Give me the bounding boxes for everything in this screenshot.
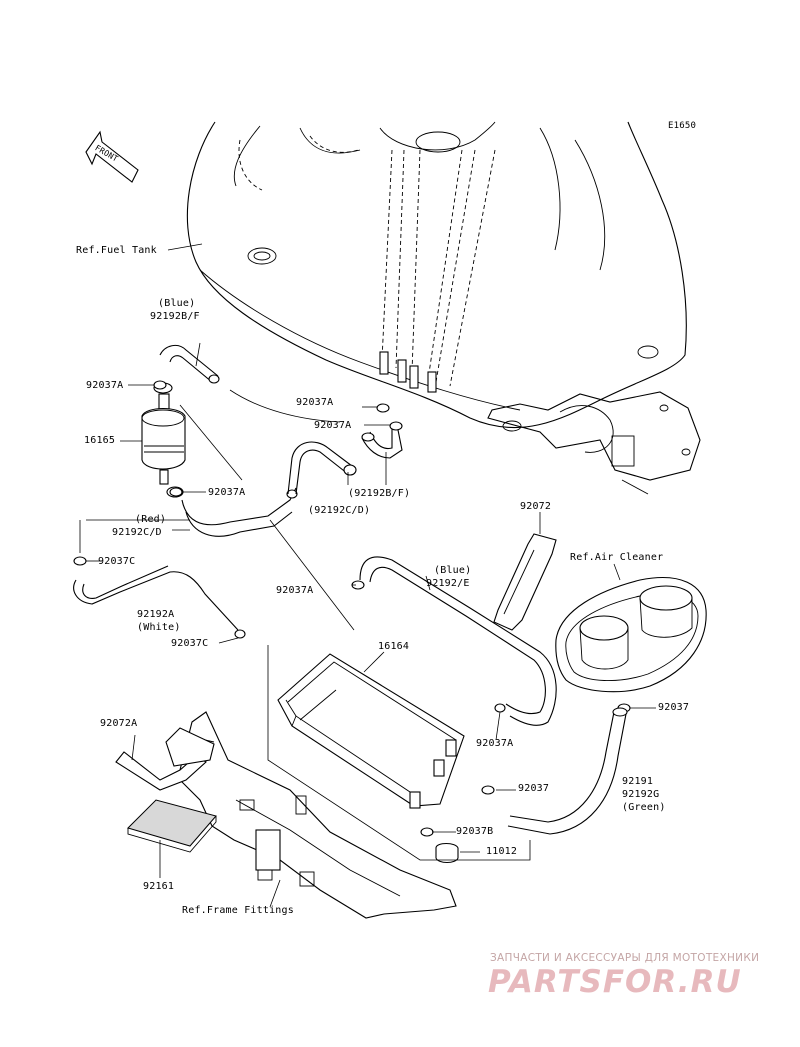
- part-band-92072: 92072: [520, 501, 552, 512]
- ref-fuel-tank-label: Ref.Fuel Tank: [76, 245, 157, 256]
- part-hose-cd: (92192C/D): [308, 505, 371, 516]
- diagram-id: E1650: [668, 121, 697, 131]
- cap-11012: [435, 842, 459, 864]
- part-clamp-a-1: 92037A: [86, 380, 124, 391]
- part-clamp-a-3: 92037A: [296, 397, 334, 408]
- part-clamp-92037b: 92037B: [456, 826, 494, 837]
- hose-green: [507, 707, 628, 835]
- part-clamp-a-6: 92037A: [476, 738, 514, 749]
- part-white-color: (White): [137, 622, 181, 633]
- hose-red: [181, 441, 357, 537]
- hose-blue-top: [159, 344, 220, 384]
- part-blue-mid-num: 92192/E: [426, 578, 470, 589]
- part-clamp-92037-2: 92037: [518, 783, 550, 794]
- band-92072: [493, 533, 557, 631]
- band-92072a: [115, 727, 215, 791]
- part-green-color: (Green): [622, 802, 666, 813]
- part-filter-16165: 16165: [84, 435, 116, 446]
- part-clamp-a-2: 92037A: [208, 487, 246, 498]
- part-white-num: 92192A: [137, 609, 175, 620]
- clamp-icons: [153, 380, 631, 837]
- part-clamp-92037-1: 92037: [658, 702, 690, 713]
- part-pad-92161: 92161: [143, 881, 175, 892]
- part-blue-mid-color: (Blue): [434, 565, 472, 576]
- canister-16164: [277, 653, 465, 809]
- fuel-tank-outline: [186, 121, 687, 429]
- part-green-2: 92192G: [622, 789, 660, 800]
- tank-bracket: [487, 391, 701, 495]
- part-green-1: 92191: [622, 776, 654, 787]
- watermark-tagline: ЗАПЧАСТИ И АКСЕССУАРЫ ДЛЯ МОТОТЕХНИКИ: [490, 952, 760, 964]
- hose-bf-tank: [361, 403, 403, 459]
- part-clamp-a-5: 92037A: [276, 585, 314, 596]
- hose-blue-mid: [359, 556, 557, 726]
- ref-air-cleaner-label: Ref.Air Cleaner: [570, 552, 664, 563]
- part-band-92072a: 92072A: [100, 718, 138, 729]
- part-blue-top-color: (Blue): [158, 298, 196, 309]
- air-cleaner: [555, 577, 707, 693]
- fuel-filter-16165: [141, 382, 186, 498]
- pad-92161: [127, 799, 217, 853]
- part-cap-11012: 11012: [486, 846, 518, 857]
- part-clamp-c-2: 92037C: [171, 638, 209, 649]
- part-clamp-a-4: 92037A: [314, 420, 352, 431]
- ref-frame-fittings-label: Ref.Frame Fittings: [182, 905, 294, 916]
- watermark-logo: PARTSFOR.RU: [488, 964, 742, 1000]
- part-blue-top-num: 92192B/F: [150, 311, 200, 322]
- leader-lines: [79, 243, 656, 908]
- part-hose-bf: (92192B/F): [348, 488, 411, 499]
- hose-white: [73, 556, 246, 639]
- part-red-color: (Red): [135, 514, 167, 525]
- part-clamp-c-1: 92037C: [98, 556, 136, 567]
- front-arrow-icon: [85, 130, 139, 183]
- part-canister-16164: 16164: [378, 641, 410, 652]
- part-red-num: 92192C/D: [112, 527, 162, 538]
